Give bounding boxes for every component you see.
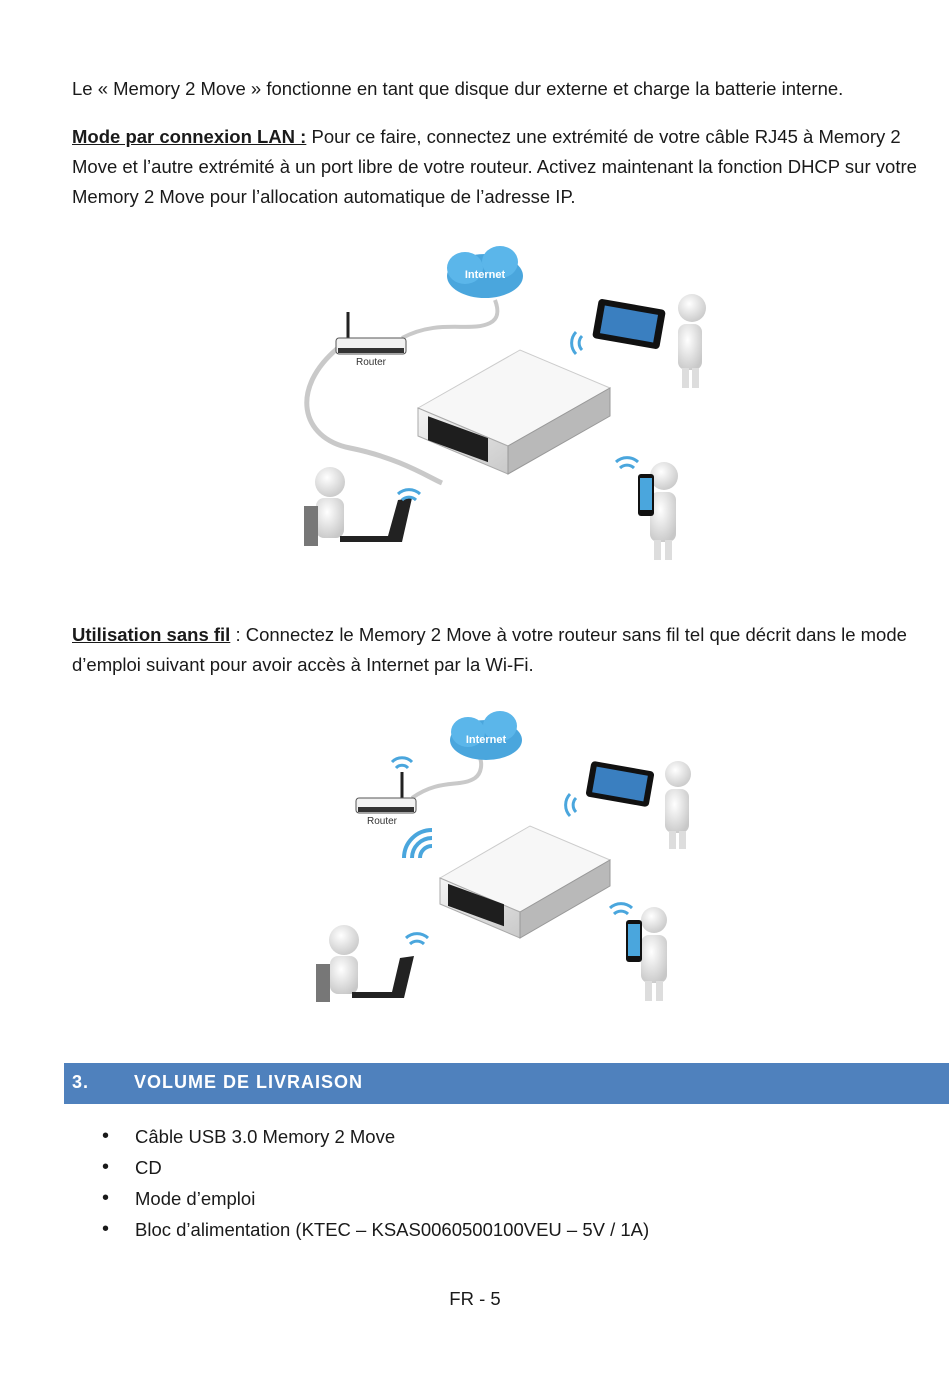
lan-connection-illustration: Internet Router xyxy=(304,246,706,560)
person-phone-icon xyxy=(626,907,667,1001)
person-laptop-icon xyxy=(316,925,414,1002)
section-number: 3. xyxy=(72,1072,90,1092)
list-item: Mode d’emploi xyxy=(100,1183,649,1214)
internet-cable xyxy=(410,757,484,800)
section-heading: 3. VOLUME DE LIVRAISON xyxy=(64,1063,949,1104)
intro-paragraph: Le « Memory 2 Move » fonctionne en tant … xyxy=(72,74,934,104)
person-tablet-icon xyxy=(592,294,706,388)
lan-mode-label: Mode par connexion LAN : xyxy=(72,126,307,147)
intro-text: Le « Memory 2 Move » fonctionne en tant … xyxy=(72,78,844,99)
wifi-signal-icon xyxy=(404,932,430,946)
wifi-signal-icon xyxy=(564,792,578,818)
wifi-mode-text: : Connectez le Memory 2 Move à votre rou… xyxy=(72,624,907,675)
person-tablet-icon xyxy=(585,761,691,849)
router-label: Router xyxy=(367,816,398,827)
list-item: Câble USB 3.0 Memory 2 Move xyxy=(100,1121,649,1152)
lan-mode-text: Pour ce faire, connectez une extrémité d… xyxy=(72,126,917,207)
delivery-contents-list: Câble USB 3.0 Memory 2 Move CD Mode d’em… xyxy=(100,1121,649,1245)
internet-cloud-icon: Internet xyxy=(447,246,523,298)
wireless-connection-illustration: Internet Router xyxy=(316,711,691,1002)
wifi-signal-icon xyxy=(614,456,640,470)
wifi-paragraph: Utilisation sans fil : Connectez le Memo… xyxy=(72,620,934,680)
section-title: VOLUME DE LIVRAISON xyxy=(134,1072,364,1092)
person-phone-icon xyxy=(638,462,678,560)
cloud-label: Internet xyxy=(466,734,507,746)
router-icon: Router xyxy=(355,756,417,827)
person-laptop-icon xyxy=(304,467,412,546)
memory-2-move-device xyxy=(438,825,612,939)
memory-2-move-device xyxy=(416,349,612,475)
wifi-signal-icon xyxy=(402,828,433,859)
wifi-signal-icon xyxy=(570,330,584,356)
wifi-signal-icon xyxy=(396,488,422,502)
lan-paragraph: Mode par connexion LAN : Pour ce faire, … xyxy=(72,122,934,212)
internet-cable xyxy=(401,299,500,340)
list-item: CD xyxy=(100,1152,649,1183)
wifi-signal-icon xyxy=(390,756,414,770)
internet-cloud-icon: Internet xyxy=(450,711,522,760)
cloud-label: Internet xyxy=(465,269,506,281)
router-icon: Router xyxy=(335,312,407,368)
page-number: FR - 5 xyxy=(449,1288,501,1309)
ethernet-cable xyxy=(304,346,444,486)
router-label: Router xyxy=(356,357,387,368)
list-item: Bloc d’alimentation (KTEC – KSAS00605001… xyxy=(100,1214,649,1245)
wifi-signal-icon xyxy=(608,902,634,916)
wifi-mode-label: Utilisation sans fil xyxy=(72,624,231,645)
